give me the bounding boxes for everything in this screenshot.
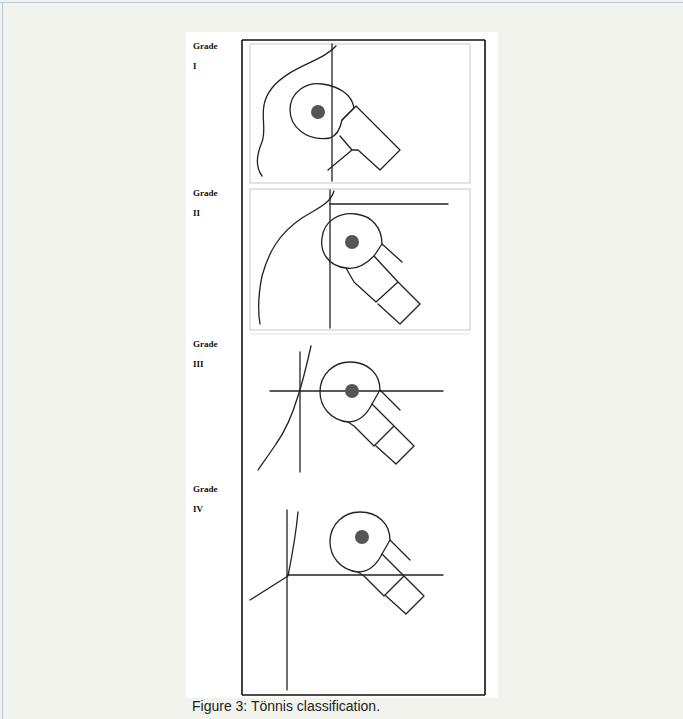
grade-three-hip	[258, 346, 443, 472]
grade-label: Grade I	[193, 36, 233, 76]
panel-divider	[250, 334, 470, 335]
grade-label: Grade IV	[193, 479, 233, 519]
panel-box	[250, 189, 470, 330]
figure-ground	[186, 32, 498, 698]
grade-one-hip	[258, 44, 401, 181]
card-border	[0, 2, 683, 3]
grade-label: Grade II	[193, 183, 233, 223]
card-border	[2, 2, 3, 719]
grade-four-hip	[250, 510, 443, 690]
grade-two-hip	[259, 190, 448, 328]
figure-frame	[242, 40, 485, 695]
panel-box	[250, 44, 470, 183]
grade-label: Grade III	[193, 334, 233, 374]
head-centre-dot	[311, 105, 369, 544]
figure-caption: Figure 3: Tönnis classification.	[192, 698, 380, 714]
